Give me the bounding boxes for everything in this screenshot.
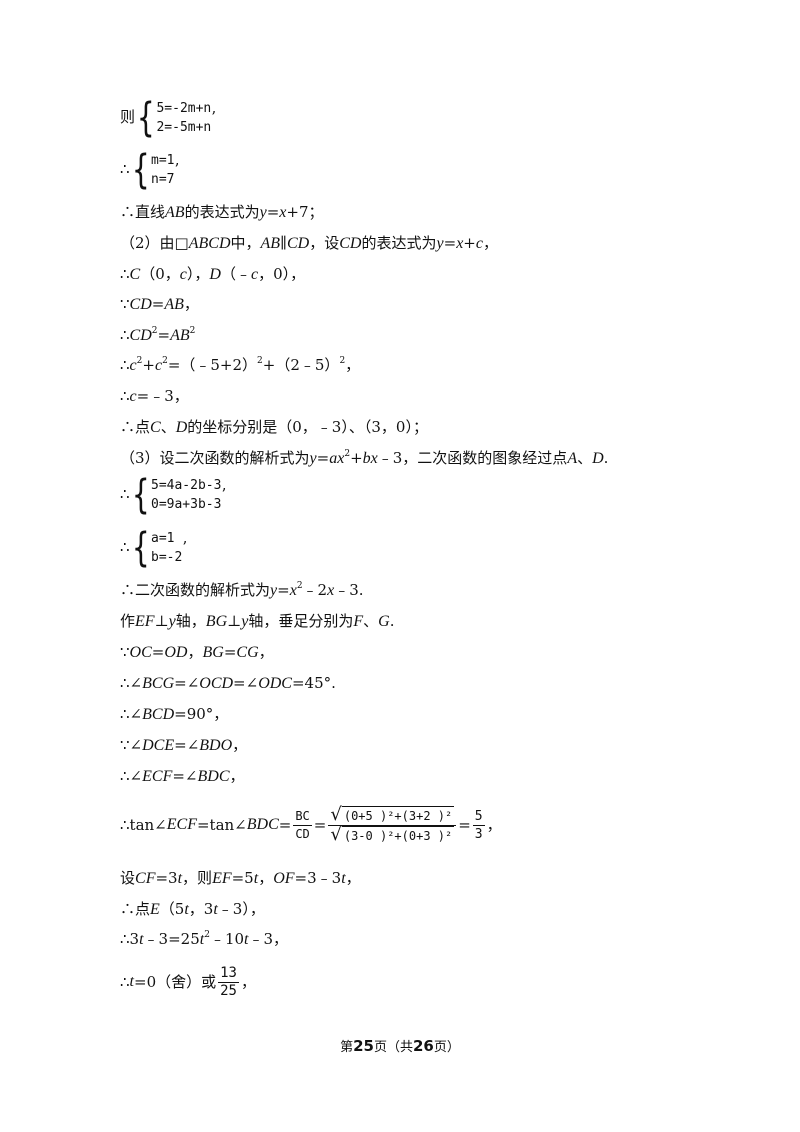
eq-line-5: ∴C（0，c），D（﹣c，0）， [120,265,306,283]
brace-icon: { [131,147,150,193]
eq-line-18: ∴∠BCD=90°， [120,705,229,723]
equation-system: {5=-2m+n 2=-5m+n [135,98,211,138]
fraction-5-3: 5 3 [472,808,485,842]
eq-line-8: ∴c2+c2=（﹣5+2）2+（2﹣5）2， [120,356,361,374]
eq-line-25: ∴t=0（舍）或 13 25 ， [120,964,256,999]
fraction-13-25: 13 25 [218,964,239,999]
eq-line-6: ∵CD=AB， [120,295,199,313]
line-text: 则 [120,108,136,126]
eq-line-10: ∴点C、D的坐标分别是（0，﹣3）、（3，0）； [120,418,428,436]
brace-icon: { [131,472,150,518]
eq-line-21: ∴tan∠ECF=tan∠BDC= BC CD = √(0+5 )²+(3+2 … [120,803,502,845]
eq-line-17: ∴∠BCG=∠OCD=∠ODC=45°. [120,674,336,692]
brace-icon: { [131,525,150,571]
page-total: 26 [413,1037,434,1055]
eq-line-23: ∴点E（5t，3t﹣3）， [120,900,265,918]
system-row: 2=-5m+n [156,120,212,135]
eq-line-3: ∴直线AB的表达式为y=x+7； [120,203,324,221]
system-row: 0=9a+3b-3 [151,497,222,512]
system-row: 5=4a-2b-3 [151,478,222,493]
equation-system: {m=1 n=7 [130,147,175,193]
system-row: b=-2 [151,550,183,565]
eq-line-14: ∴二次函数的解析式为y=x2﹣2x﹣3. [120,581,364,599]
equation-system: {a=1 b=-2 [130,525,183,571]
eq-line-4: （2）由□ABCD中，AB∥CD，设CD的表达式为y=x+c， [120,234,498,252]
eq-line-16: ∵OC=OD，BG=CG， [120,643,274,661]
page-number: 25 [353,1037,374,1055]
eq-line-20: ∴∠ECF=∠BDC， [120,767,245,785]
eq-line-7: ∴CD2=AB2 [120,326,196,344]
eq-line-11: （3）设二次函数的解析式为y=ax2+bx﹣3，二次函数的图象经过点A、D. [120,449,609,467]
eq-line-9: ∴c=﹣3， [120,387,189,405]
system-row: a=1 [151,531,175,546]
brace-icon: { [136,95,155,141]
system-row: m=1 [151,153,175,168]
system-row: n=7 [151,172,175,187]
page-footer: 第25页（共26页） [340,1037,460,1055]
fraction-sqrt: √(0+5 )²+(3+2 )² √(3-0 )²+(0+3 )² [328,803,457,845]
fraction-bc-cd: BC CD [293,808,312,841]
system-row: 5=-2m+n [156,101,212,116]
eq-line-22: 设CF=3t，则EF=5t，OF=3﹣3t， [120,869,361,887]
equation-system: {5=4a-2b-3 0=9a+3b-3 [130,472,222,518]
eq-line-19: ∵∠DCE=∠BDO， [120,736,248,754]
sqrt-icon: √ [330,823,342,845]
eq-line-24: ∴3t﹣3=25t2﹣10t﹣3， [120,930,289,948]
eq-line-15: 作EF⊥y轴，BG⊥y轴，垂足分别为F、G. [120,612,395,630]
sqrt-icon: √ [330,803,342,825]
